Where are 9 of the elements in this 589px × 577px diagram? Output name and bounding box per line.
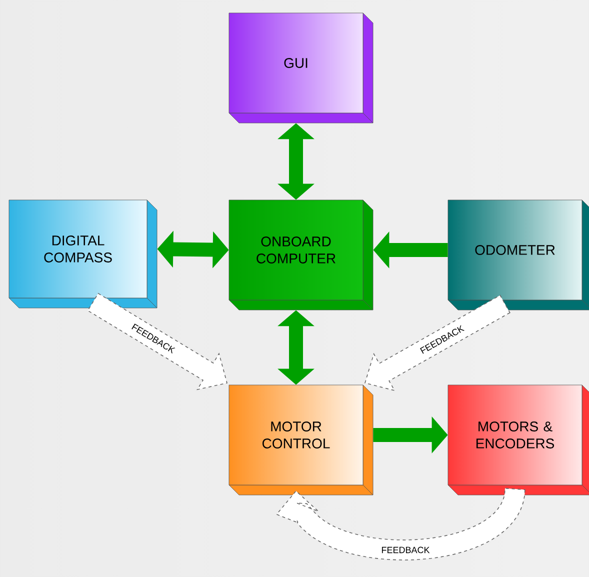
arrow (87, 292, 228, 390)
process-box: ODOMETER (448, 200, 589, 310)
arrow (364, 294, 510, 392)
process-box: ONBOARD COMPUTER (228, 200, 374, 310)
process-box: MOTOR CONTROL (228, 384, 374, 496)
process-box: DIGITAL COMPASS (8, 200, 158, 308)
process-box: MOTORS & ENCODERS (448, 384, 589, 496)
arrow (276, 488, 526, 560)
process-box: GUI (228, 12, 374, 124)
